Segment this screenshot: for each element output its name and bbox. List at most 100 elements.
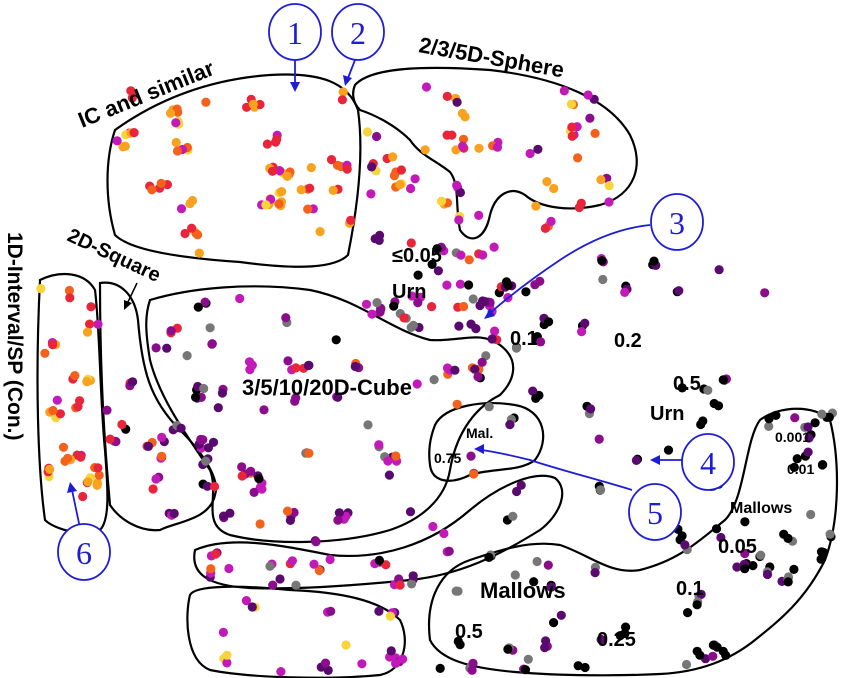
point (374, 440, 384, 450)
label-mallows-bottom: Mallows (480, 578, 566, 603)
point (792, 454, 802, 464)
point (338, 87, 348, 97)
point (549, 183, 559, 194)
point (442, 363, 453, 373)
point (516, 480, 526, 490)
label-mal-small: Mal. (466, 425, 493, 441)
point (590, 568, 600, 578)
point (73, 402, 83, 412)
point (267, 166, 278, 176)
point (714, 265, 724, 275)
point (82, 377, 92, 387)
label-m-005: 0.05 (718, 536, 757, 558)
point (385, 611, 395, 621)
point (576, 198, 586, 208)
point (172, 146, 183, 156)
point (604, 197, 614, 207)
point (222, 658, 232, 668)
point (357, 659, 367, 669)
point (580, 662, 590, 673)
point (479, 296, 490, 307)
point (332, 160, 343, 170)
region-mal-small (428, 402, 545, 482)
point (764, 414, 774, 424)
point (683, 608, 693, 618)
point (663, 445, 674, 455)
point (389, 171, 399, 181)
label-cube: 3/5/10/20D-Cube (242, 375, 412, 400)
region-square (98, 281, 218, 532)
point (63, 453, 73, 463)
point (804, 433, 814, 443)
point (760, 288, 770, 298)
point (372, 298, 382, 308)
point (546, 582, 556, 592)
point (532, 556, 542, 567)
label-mb-025: 0.25 (597, 629, 636, 651)
label-urn-02: 0.2 (614, 330, 642, 352)
point (193, 302, 203, 312)
point (432, 244, 442, 254)
region-interval (36, 273, 109, 534)
label-m-0001: 0.001 (775, 429, 810, 445)
point (86, 302, 96, 312)
point (454, 321, 464, 331)
svg-text:4: 4 (700, 445, 716, 481)
point (118, 142, 128, 152)
label-mb-05: 0.5 (455, 621, 483, 643)
point (182, 351, 192, 361)
point (78, 491, 88, 502)
label-urn-low: Urn (392, 281, 426, 303)
point (85, 319, 95, 329)
svg-text:6: 6 (76, 535, 92, 571)
point (185, 198, 195, 209)
point (732, 562, 742, 572)
point (320, 658, 331, 668)
region-ic (106, 73, 362, 268)
point (276, 667, 286, 677)
callout-5: 2 (331, 3, 385, 86)
point (530, 280, 540, 290)
point (580, 318, 590, 328)
point (452, 180, 462, 190)
point (283, 356, 293, 366)
point (309, 559, 319, 569)
region-mallows-right (428, 407, 839, 677)
point (391, 658, 401, 669)
point (505, 420, 515, 430)
point (193, 230, 203, 240)
region-labels: IC and similar 2/3/5D-Sphere 2D-Square 1… (3, 32, 814, 651)
point (396, 165, 406, 175)
point (224, 563, 234, 574)
point (331, 335, 341, 345)
point (171, 137, 181, 148)
point (157, 451, 167, 461)
point (333, 515, 343, 525)
callout-6: 4 (650, 433, 735, 491)
point (556, 610, 566, 620)
point (171, 118, 181, 128)
point (470, 364, 480, 374)
point (484, 402, 494, 412)
point (255, 519, 265, 529)
point (586, 404, 596, 414)
point (151, 343, 161, 353)
point (361, 299, 372, 309)
point (112, 136, 122, 146)
point (444, 546, 454, 556)
point (375, 230, 385, 240)
point (783, 533, 793, 544)
point (477, 357, 487, 367)
point (503, 280, 513, 290)
point (478, 250, 488, 260)
point (372, 131, 382, 142)
point (55, 409, 65, 419)
point (52, 395, 62, 405)
point (681, 659, 692, 670)
point (92, 480, 102, 490)
point (128, 377, 138, 387)
svg-text:2: 2 (350, 15, 366, 51)
point (718, 375, 728, 385)
point (40, 348, 50, 358)
point (281, 313, 291, 323)
